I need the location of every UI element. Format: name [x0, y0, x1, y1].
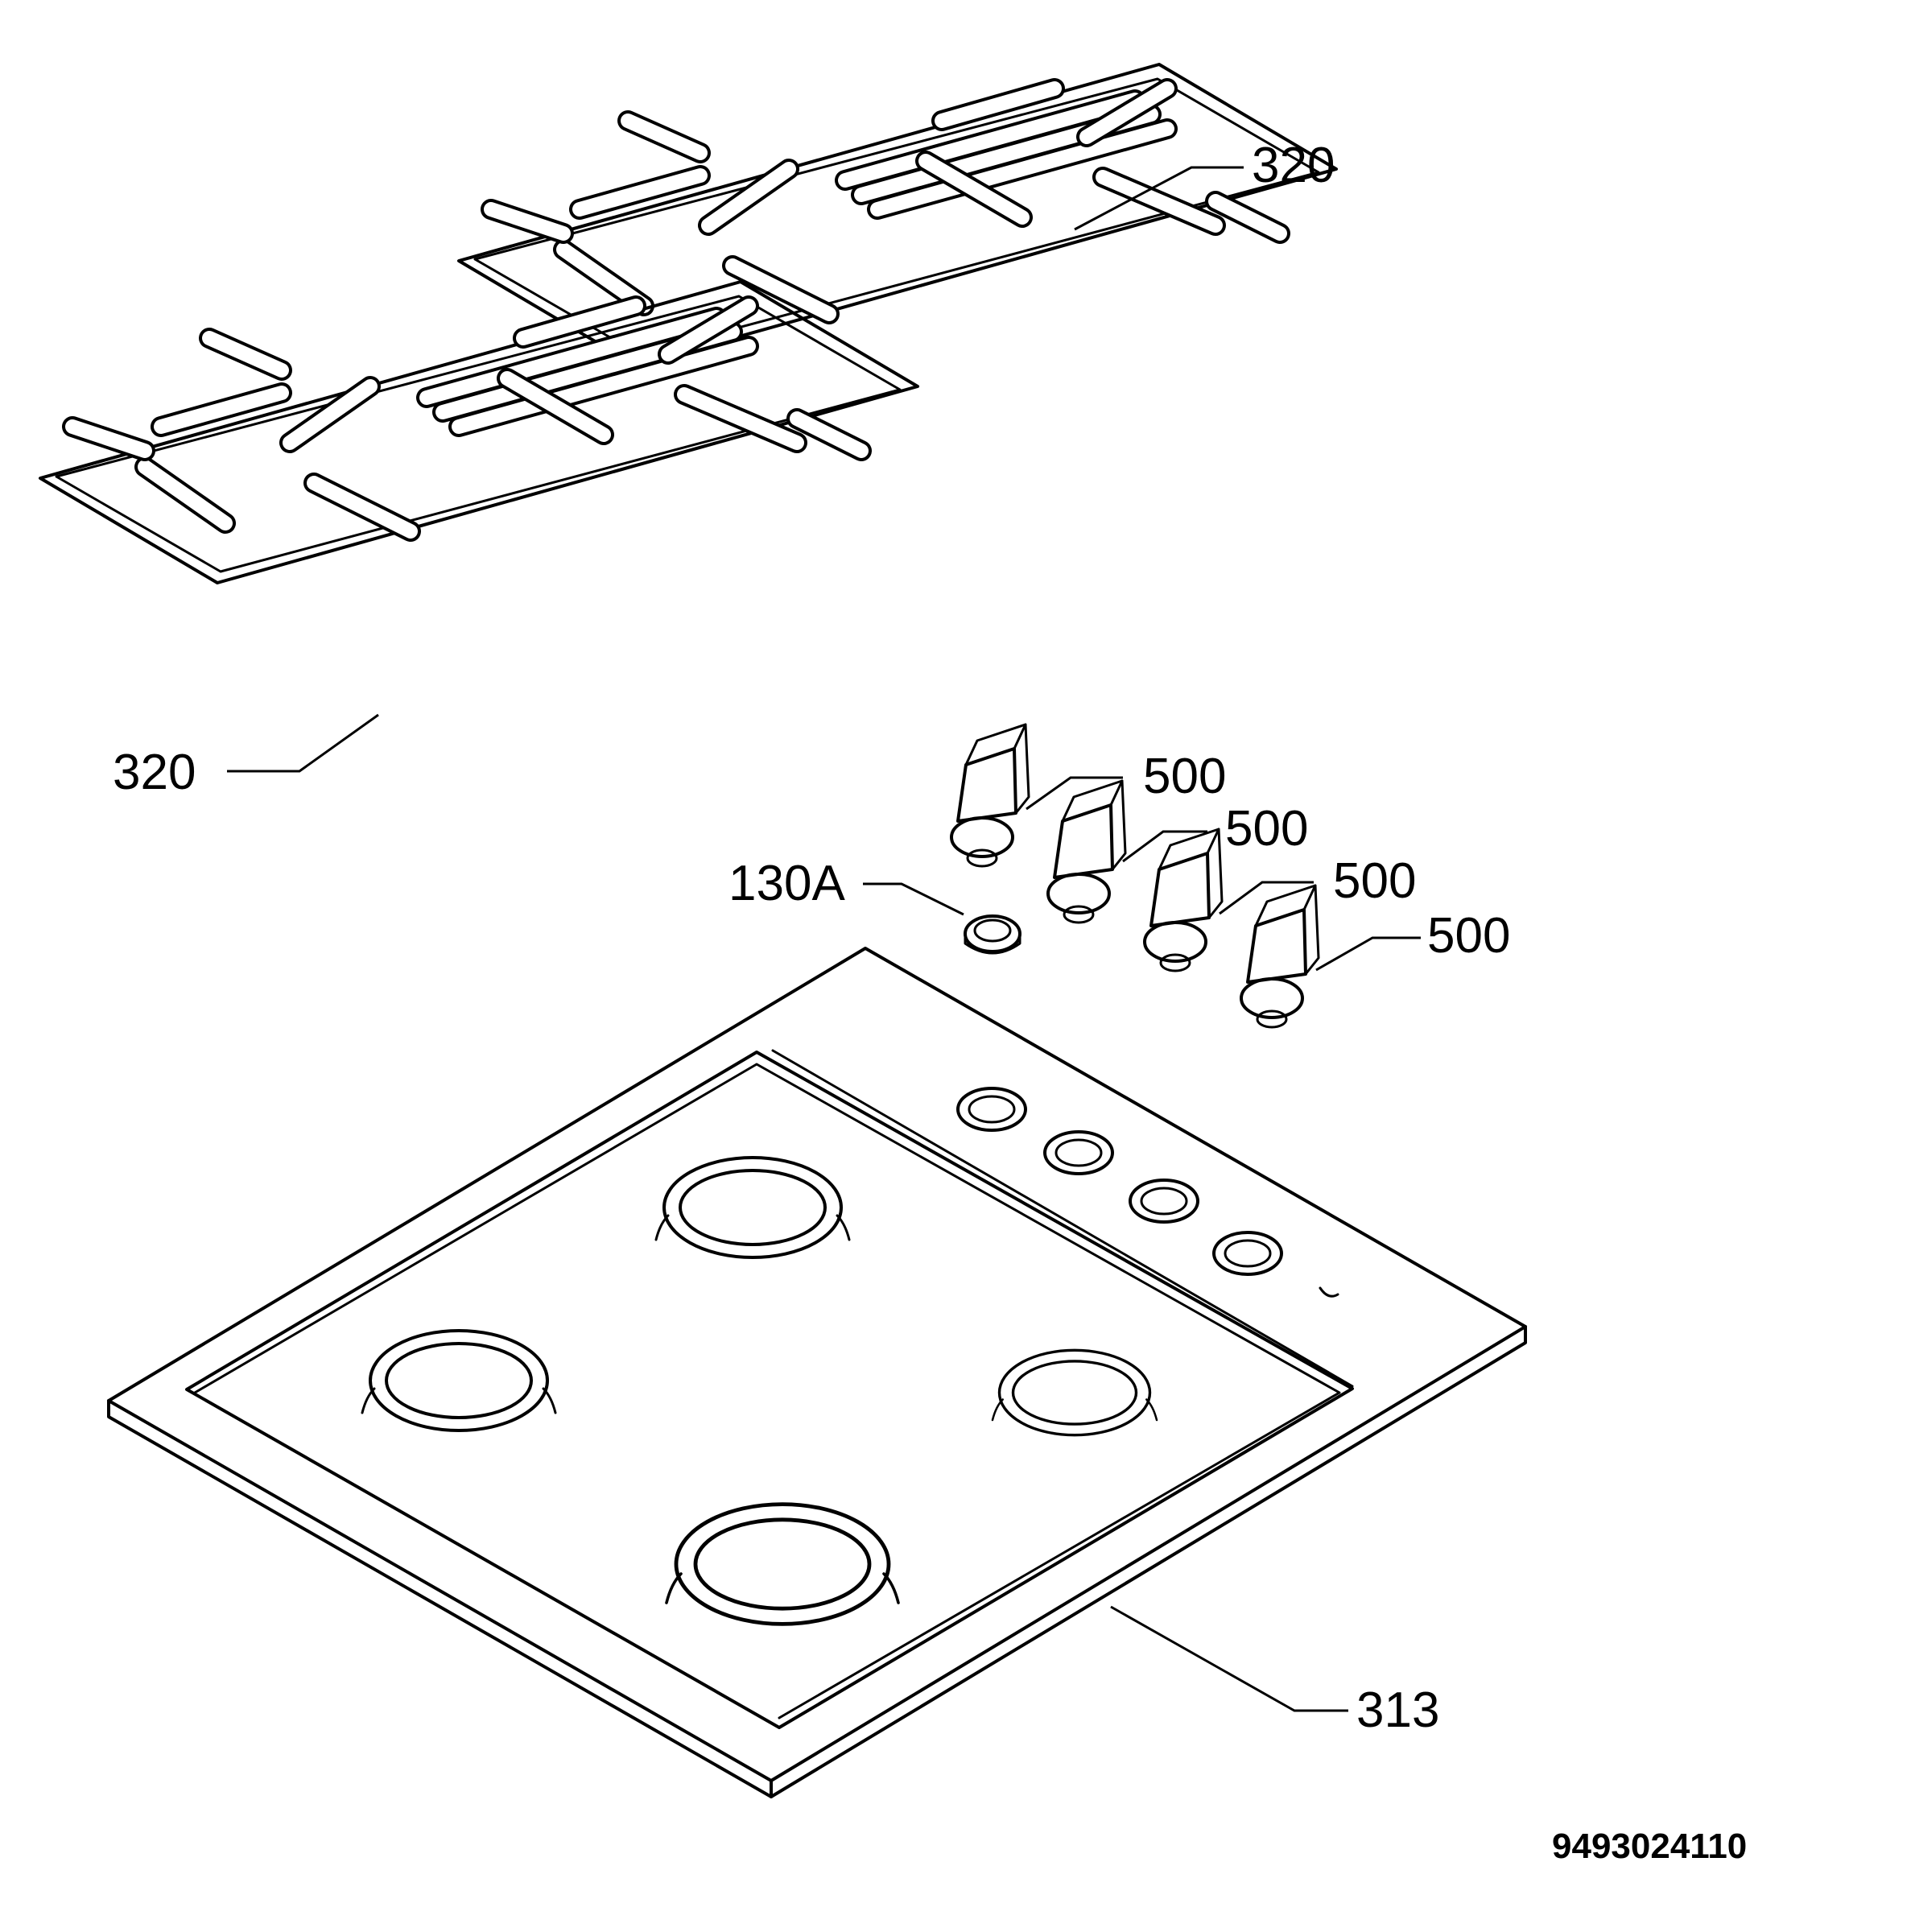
burner-left: [361, 1329, 557, 1432]
pan-support-lower: [40, 282, 918, 583]
label-130A: 130A: [728, 856, 845, 911]
burner-right: [991, 1348, 1158, 1437]
control-knob-3: [1143, 828, 1224, 972]
control-knob-2: [1046, 779, 1127, 924]
leader-320-lower: [227, 713, 379, 773]
leader-313: [1110, 1605, 1348, 1712]
label-320-lower: 320: [113, 745, 196, 800]
drawing-number: 9493024110: [1552, 1827, 1747, 1866]
leader-500-1: [1026, 776, 1123, 811]
label-500-1: 500: [1143, 749, 1226, 804]
leader-500-2: [1122, 830, 1207, 863]
leader-500-3: [1219, 881, 1314, 915]
label-320-upper: 320: [1252, 138, 1335, 193]
label-313: 313: [1356, 1682, 1439, 1738]
ignition-button: [964, 914, 1021, 955]
leader-320-upper: [1074, 166, 1244, 231]
burner-rear: [654, 1156, 851, 1259]
control-knob-1: [950, 723, 1030, 868]
hob-top-plate: [107, 947, 1527, 1798]
label-500-2: 500: [1225, 801, 1308, 857]
leader-500-4: [1315, 936, 1421, 972]
label-500-3: 500: [1333, 853, 1416, 909]
leader-130A: [863, 882, 964, 916]
label-500-4: 500: [1427, 908, 1510, 964]
control-knob-4: [1240, 884, 1320, 1029]
burner-front: [667, 1505, 898, 1624]
